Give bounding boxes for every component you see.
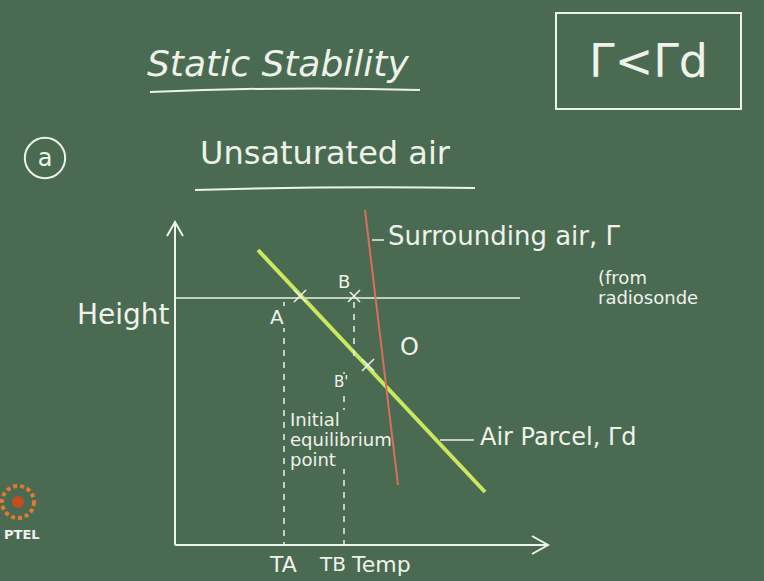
condition-box: Γ<Γd: [555, 12, 742, 110]
line-label: Air Parcel, Γd: [478, 424, 639, 450]
point-label: B: [336, 272, 352, 292]
point-label: B': [332, 374, 350, 391]
node-text: Γ<Γd: [589, 34, 708, 88]
note: Initial equilibrium point: [288, 410, 372, 469]
logo-text: PTEL: [2, 528, 42, 542]
title: Static Stability: [145, 44, 411, 84]
point-label: O: [398, 334, 421, 360]
note: (from radiosonde: [596, 268, 720, 308]
point-label: A: [268, 306, 286, 328]
axis-label: Temp: [350, 553, 413, 577]
axis-label: Height: [75, 300, 172, 331]
axis-tick: TB: [318, 553, 348, 575]
node-text: a: [38, 144, 53, 172]
item-circle: a: [24, 137, 66, 179]
section-heading: Unsaturated air: [198, 136, 452, 171]
axis-tick: TA: [268, 553, 299, 577]
line-label: Surrounding air, Γ: [386, 222, 622, 251]
